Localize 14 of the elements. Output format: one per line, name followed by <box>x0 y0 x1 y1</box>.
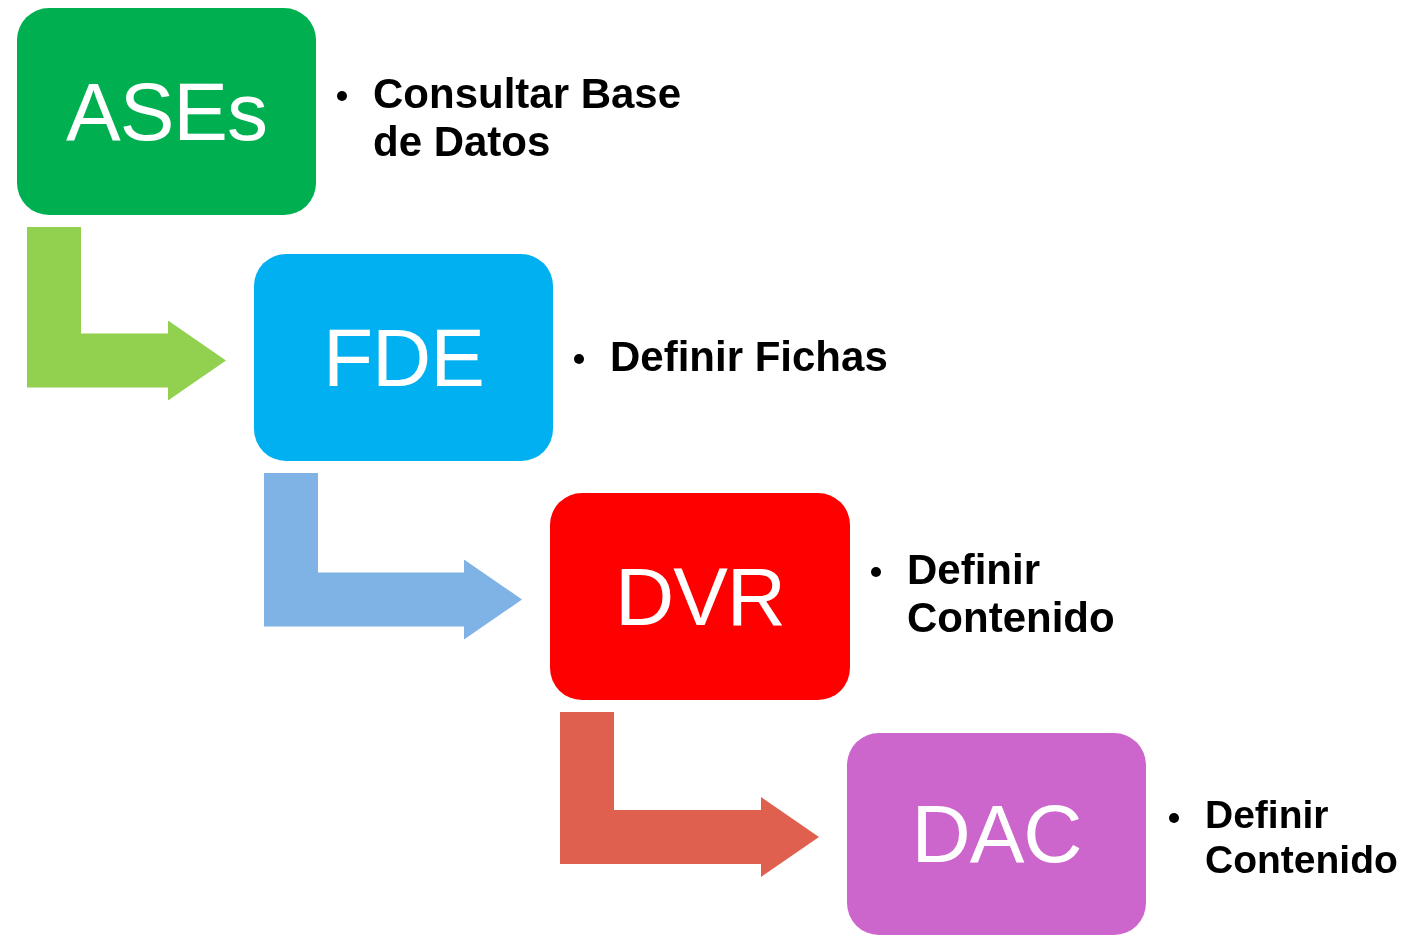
box-title: DAC <box>911 793 1082 875</box>
process-box <box>17 8 316 215</box>
process-box <box>847 733 1146 935</box>
bullet-text: Definir Contenido <box>1205 793 1399 883</box>
bullet-text: Definir Fichas <box>610 333 888 382</box>
bullet-text: Consultar Base de Datos <box>373 70 683 167</box>
bent-arrow <box>560 712 819 877</box>
process-box <box>550 493 850 700</box>
bullet-text: Definir Contenido <box>907 546 1116 643</box>
box-title: DVR <box>614 555 786 638</box>
process-box <box>254 254 553 461</box>
bent-arrow <box>264 473 522 640</box>
box-title: ASEs <box>65 70 268 153</box>
box-title: FDE <box>323 316 484 399</box>
